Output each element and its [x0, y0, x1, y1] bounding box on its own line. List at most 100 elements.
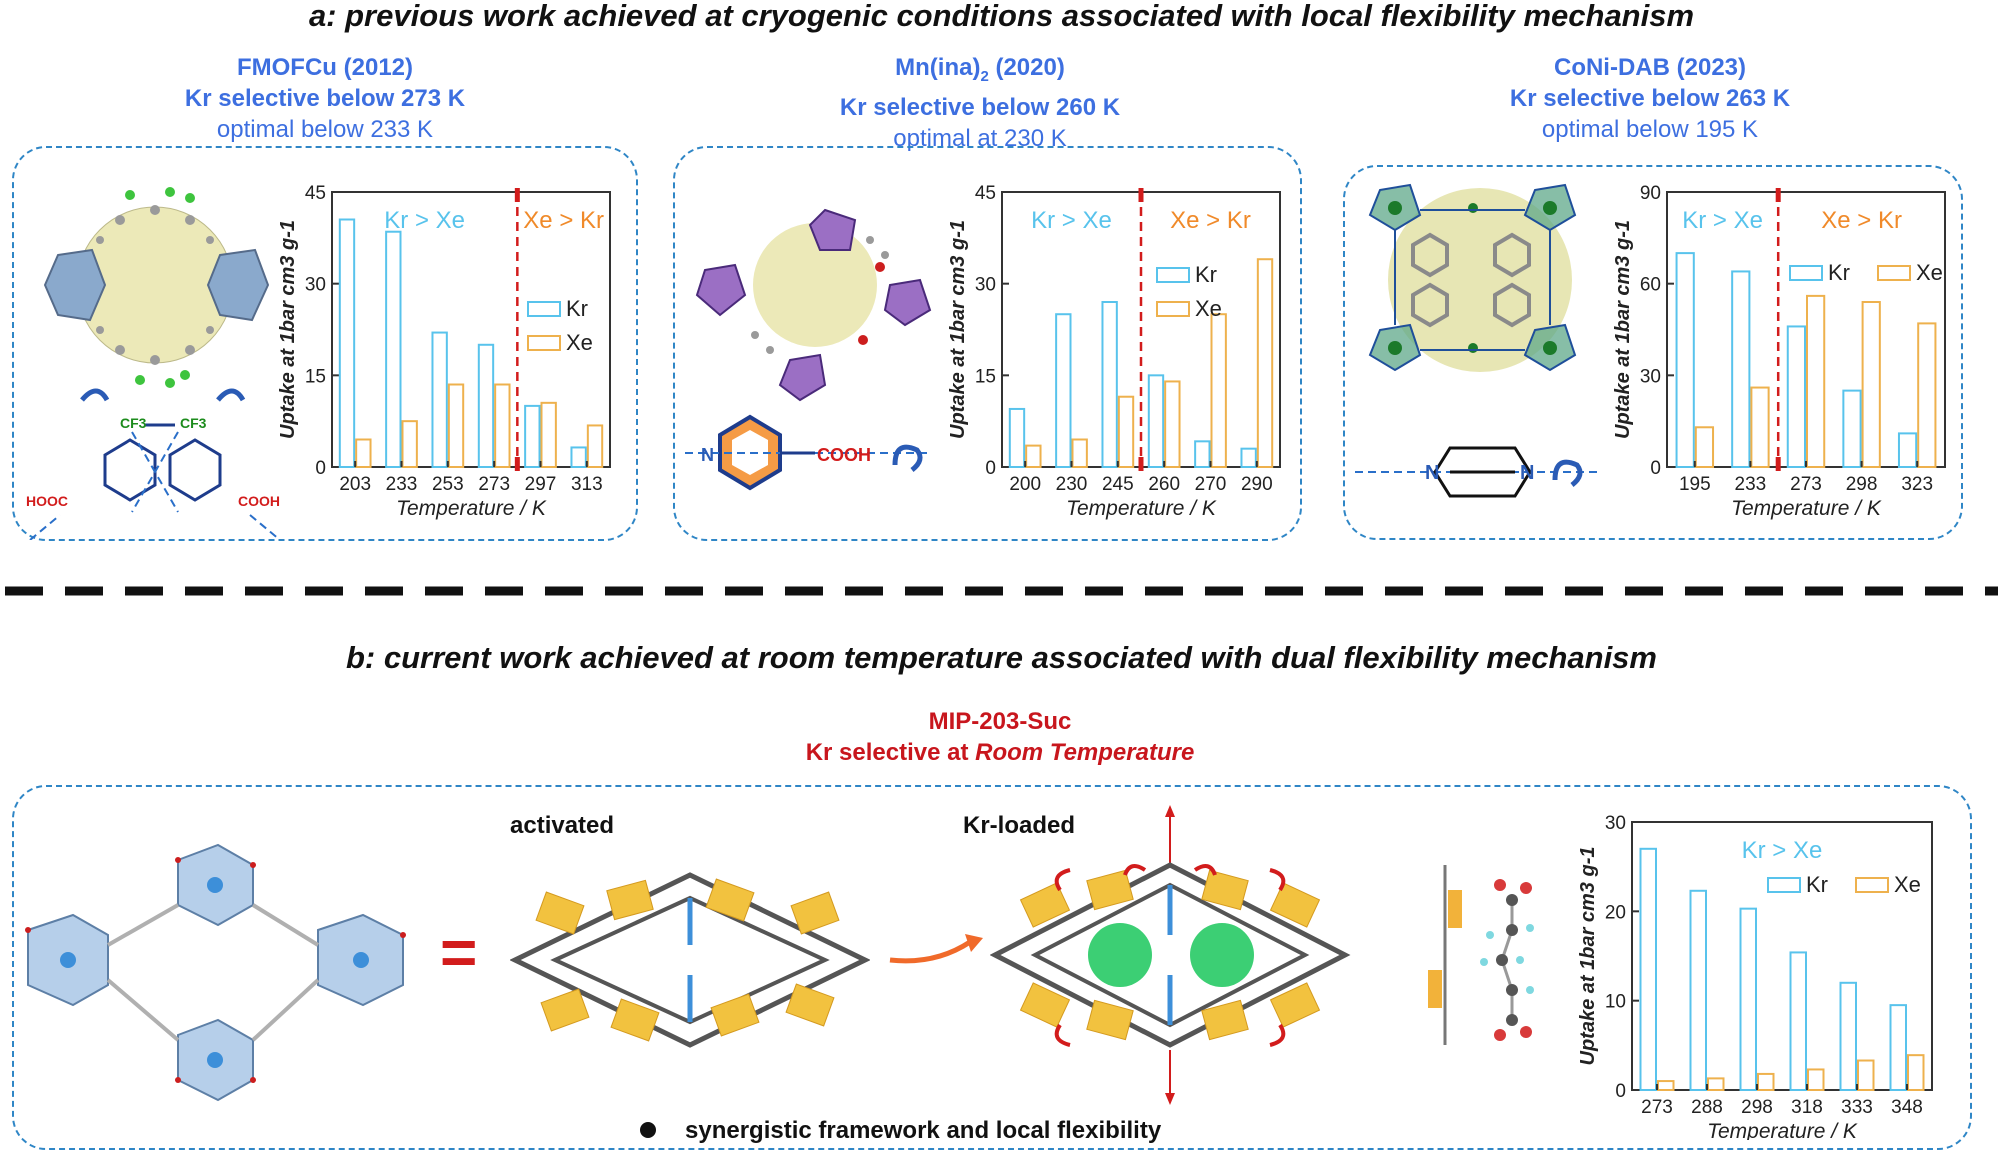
bar-kr-195: [1675, 252, 1695, 468]
mnina-selectivity: Kr selective below 260 K: [839, 93, 1121, 121]
kr-atom-left: [1088, 923, 1152, 987]
fmofcu-structure-illustration: CF3 CF3 HOOC COOH: [26, 187, 281, 540]
legend-label-xe: Xe: [1894, 872, 1921, 897]
conidab-box: [1343, 165, 1963, 540]
bar-xe-297: [540, 401, 557, 468]
legend-label-xe: Xe: [566, 330, 593, 355]
x-tick-label-200: 200: [1009, 474, 1041, 495]
bar-kr-313: [570, 446, 587, 469]
bar-xe-273: [1806, 294, 1826, 468]
legend-label-kr: Kr: [1806, 872, 1828, 897]
conidab-n-right-label: N: [1520, 462, 1534, 484]
succinate-linker-illustration: [1428, 865, 1534, 1045]
activated-label: activated: [510, 812, 615, 839]
bar-xe-298: [1757, 1072, 1775, 1092]
region-label-left: Kr > Xe: [384, 207, 465, 234]
bar-kr-270: [1194, 440, 1211, 469]
bar-kr-273: [1639, 847, 1657, 1091]
region-label-right: Xe > Kr: [1170, 207, 1251, 234]
bar-kr-298: [1739, 907, 1757, 1091]
fmofcu-selectivity: Kr selective below 273 K: [184, 85, 466, 112]
y-tick-label: 0: [1615, 1081, 1626, 1102]
legend-swatch-xe: [527, 335, 561, 351]
conidab-n-left-label: N: [1425, 462, 1439, 484]
fmofcu-name: FMOFCu (2012): [236, 54, 413, 81]
bar-kr-348: [1889, 1004, 1907, 1091]
legend-label-kr: Kr: [566, 296, 588, 321]
x-tick-label-270: 270: [1195, 474, 1227, 495]
bar-xe-323: [1917, 322, 1937, 468]
region-label-right: Xe > Kr: [1821, 207, 1902, 234]
bullet-point: [640, 1122, 656, 1138]
bar-xe-233: [1750, 386, 1770, 468]
y-tick-label: 90: [1640, 183, 1661, 204]
fmofcu-box: [12, 146, 638, 541]
bar-xe-318: [1807, 1068, 1825, 1092]
mip-name: MIP-203-Suc: [928, 708, 1072, 735]
bar-xe-313: [586, 424, 604, 468]
bar-kr-273: [1786, 325, 1807, 468]
divider-cap-top: [1138, 188, 1144, 202]
y-tick-label: 45: [975, 183, 996, 204]
x-tick-label-298: 298: [1741, 1097, 1773, 1118]
region-label-right: Xe > Kr: [523, 207, 604, 234]
bar-xe-348: [1907, 1054, 1925, 1092]
x-tick-label-297: 297: [525, 474, 557, 495]
activated-framework-illustration: [510, 872, 870, 1048]
bar-kr-297: [524, 404, 541, 468]
plot-frame: [1631, 821, 1933, 1091]
mip-box: [12, 785, 1972, 1150]
bar-xe-200: [1025, 444, 1042, 469]
x-axis-label: Temperature / K: [396, 497, 547, 520]
y-axis-label: Uptake at 1bar cm3 g-1: [1577, 847, 1599, 1066]
kr-loaded-framework-illustration: [990, 805, 1351, 1105]
x-tick-label-348: 348: [1891, 1097, 1923, 1118]
legend-swatch-xe: [1156, 301, 1190, 317]
x-tick-label-298: 298: [1846, 474, 1878, 495]
bullet-text: synergistic framework and local flexibil…: [685, 1117, 1162, 1144]
x-tick-label-195: 195: [1679, 474, 1711, 495]
bar-xe-298: [1861, 301, 1881, 468]
bar-kr-230: [1055, 313, 1072, 468]
plot-frame: [331, 191, 611, 468]
fmofcu-optimal: optimal below 233 K: [216, 116, 434, 143]
bar-kr-253: [431, 331, 448, 468]
bar-xe-270: [1210, 313, 1227, 468]
conidab-name: CoNi-DAB (2023): [1553, 54, 1747, 81]
region-label: Kr > Xe: [1742, 837, 1823, 864]
conidab-optimal: optimal below 195 K: [1541, 116, 1759, 143]
equals-sign: =: [440, 916, 478, 988]
legend-swatch-kr: [1767, 877, 1801, 893]
bar-kr-233: [385, 230, 402, 468]
y-tick-label: 0: [1650, 458, 1661, 479]
y-tick-label: 20: [1605, 902, 1626, 923]
y-tick-label: 0: [985, 458, 996, 479]
divider-cap-top: [514, 188, 520, 202]
x-tick-label-273: 273: [478, 474, 510, 495]
x-tick-label-203: 203: [339, 474, 371, 495]
legend-swatch-xe: [1855, 877, 1889, 893]
x-axis-label: Temperature / K: [1731, 497, 1882, 520]
kr-atom-right: [1190, 923, 1254, 987]
y-tick-label: 60: [1640, 275, 1661, 296]
x-tick-label-333: 333: [1841, 1097, 1873, 1118]
kr-loaded-label: Kr-loaded: [963, 812, 1076, 839]
x-tick-label-260: 260: [1148, 474, 1180, 495]
legend-swatch-kr: [1789, 265, 1823, 281]
region-label-left: Kr > Xe: [1682, 207, 1763, 234]
y-tick-label: 30: [975, 275, 996, 296]
bar-kr-318: [1789, 951, 1807, 1091]
bar-kr-273: [477, 343, 495, 468]
x-tick-label-273: 273: [1641, 1097, 1673, 1118]
legend-label-kr: Kr: [1195, 262, 1217, 287]
panel-b-title: b: current work achieved at room tempera…: [346, 640, 1657, 675]
mnina-n-label: N: [701, 445, 714, 465]
mnina-caption: Mn(ina)2 (2020) Kr selective below 260 K…: [770, 52, 1190, 154]
mip-selectivity: Kr selective at Room Temperature: [805, 739, 1195, 766]
bar-xe-253: [447, 383, 465, 468]
bar-xe-290: [1256, 258, 1274, 468]
x-tick-label-233: 233: [386, 474, 418, 495]
